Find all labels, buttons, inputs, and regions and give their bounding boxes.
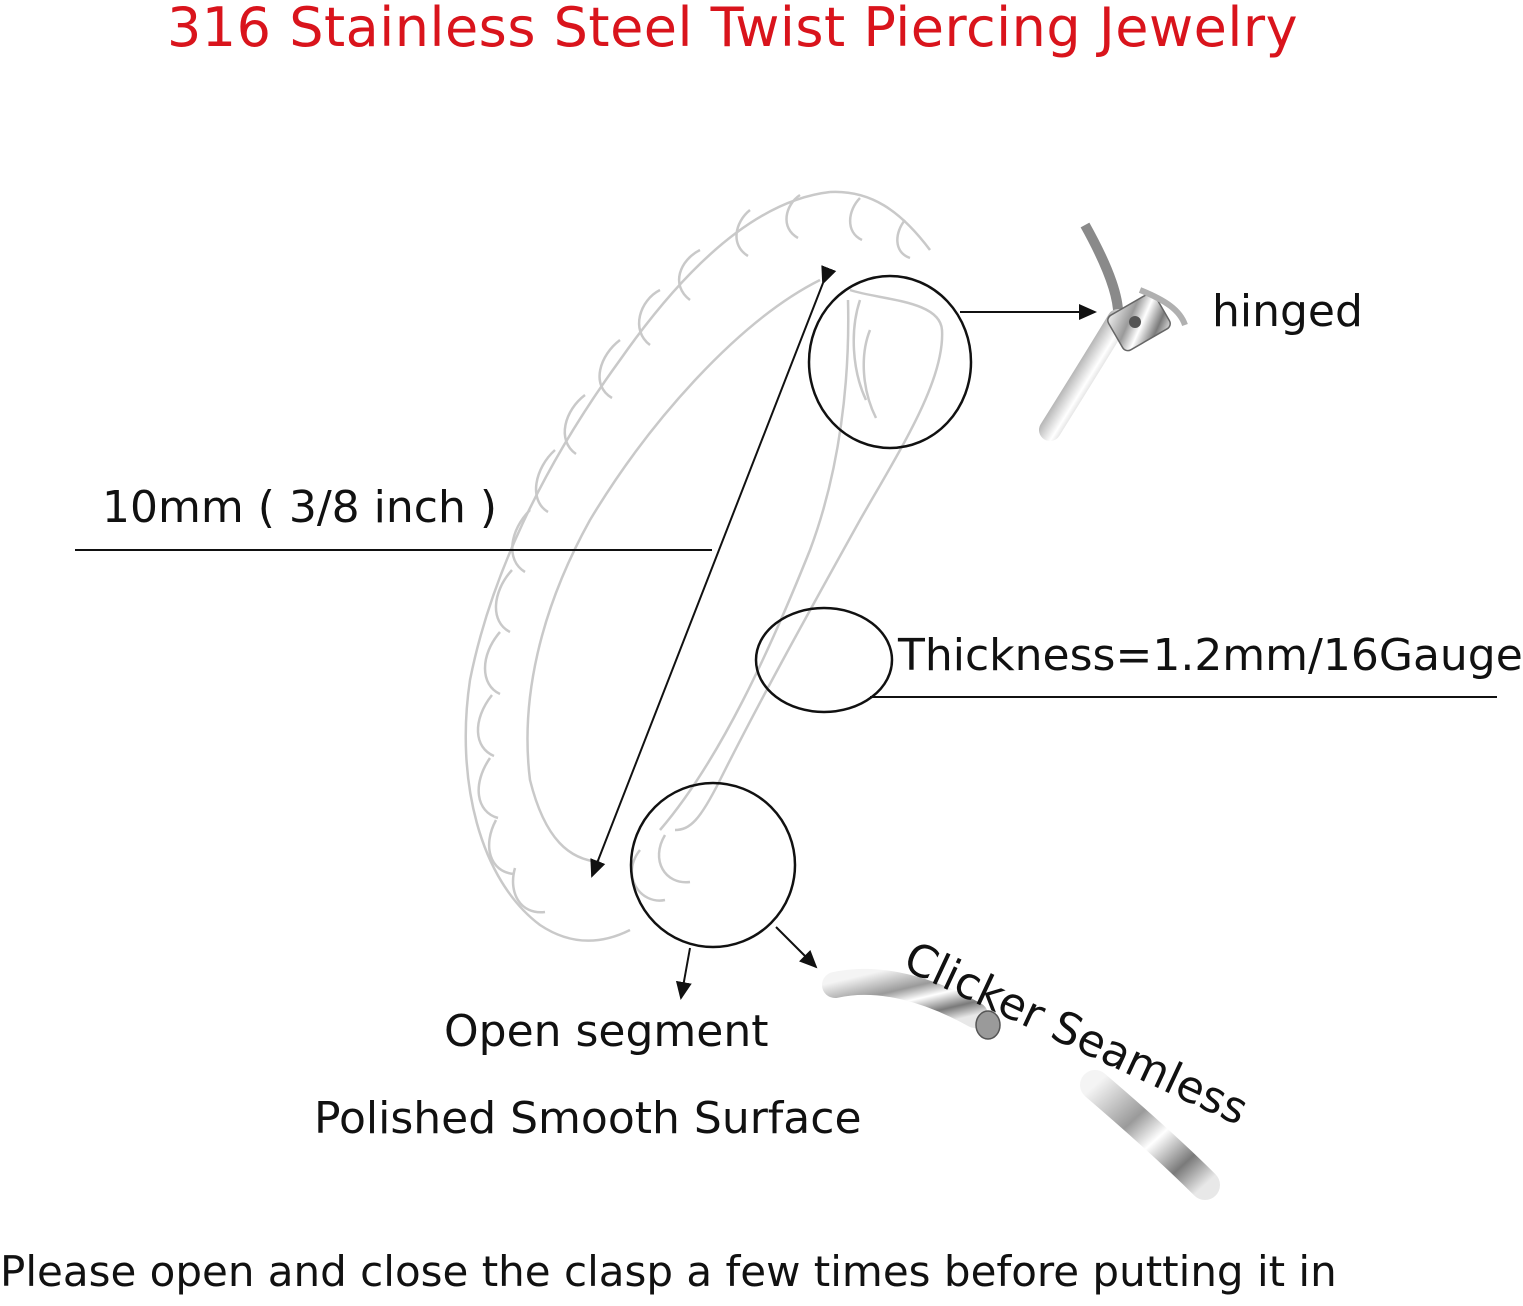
hinged-label: hinged (1212, 286, 1363, 337)
clicker-detail-image (822, 968, 1220, 1200)
open-segment-circle (629, 781, 797, 949)
usage-note: Please open and close the clasp a few ti… (0, 1247, 1337, 1296)
polished-surface-label: Polished Smooth Surface (314, 1093, 862, 1144)
hinge-detail-image (1039, 222, 1188, 441)
twist-ring (464, 190, 944, 942)
thickness-label: Thickness=1.2mm/16Gauge (898, 630, 1523, 681)
open-segment-label: Open segment (444, 1006, 769, 1057)
hinge-circle (807, 274, 973, 450)
callout-circles (629, 274, 973, 949)
page-title: 316 Stainless Steel Twist Piercing Jewel… (166, 0, 1299, 59)
leader-lines (75, 265, 1497, 1000)
diameter-label: 10mm ( 3/8 inch ) (102, 482, 497, 533)
